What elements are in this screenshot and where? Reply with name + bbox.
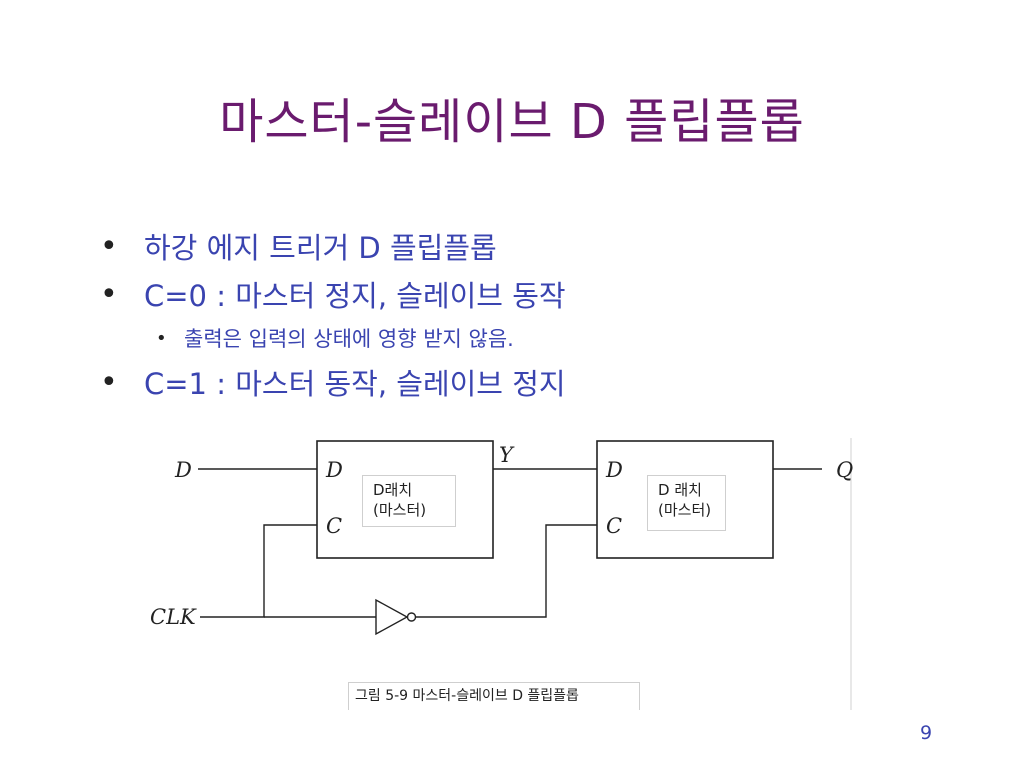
bullet-text: 하강 에지 트리거 D 플립플롭: [144, 231, 497, 265]
master-pin-d: D: [326, 458, 343, 482]
bullet-list: • 하강 에지 트리거 D 플립플롭 • C=0 : 마스터 정지, 슬레이브 …: [100, 222, 960, 406]
sub-bullet-item: • 출력은 입력의 상태에 영향 받지 않음.: [100, 318, 960, 358]
bullet-text: C=0 : 마스터 정지, 슬레이브 동작: [144, 279, 566, 313]
master-latch-label-line2: (마스터): [373, 501, 427, 519]
slave-latch-box: [596, 440, 774, 559]
inverter-icon: [375, 598, 409, 636]
master-latch-box: [316, 440, 494, 559]
inverter-bubble-icon: [406, 612, 417, 622]
clk-to-slave-wire: [416, 524, 597, 618]
slave-pin-c: C: [606, 514, 623, 538]
sub-bullet-text: 출력은 입력의 상태에 영향 받지 않음.: [184, 327, 514, 351]
q-label: Q: [836, 458, 854, 482]
bullet-item: • C=0 : 마스터 정지, 슬레이브 동작: [100, 270, 960, 318]
slide-title: 마스터-슬레이브 D 플립플롭: [219, 94, 805, 150]
slave-latch-label-line1: D 래치: [658, 481, 702, 499]
master-latch-label-line1: D래치: [373, 481, 413, 499]
clk-label: CLK: [150, 605, 196, 629]
bullet-text: C=1 : 마스터 동작, 슬레이브 정지: [144, 367, 566, 401]
slave-pin-d: D: [606, 458, 623, 482]
page-number: 9: [920, 722, 933, 744]
bullet-item: • 하강 에지 트리거 D 플립플롭: [100, 222, 960, 270]
bullet-icon: •: [100, 276, 118, 312]
bullet-icon: •: [100, 364, 118, 400]
clk-to-master-wire: [200, 524, 317, 618]
master-latch-label: D래치 (마스터): [362, 475, 456, 527]
slave-latch-label: D 래치 (마스터): [647, 475, 726, 531]
figure-caption: 그림 5-9 마스터-슬레이브 D 플립플롭: [348, 682, 640, 710]
bullet-item: • C=1 : 마스터 동작, 슬레이브 정지: [100, 358, 960, 406]
bullet-icon: •: [100, 228, 118, 264]
d-input-label: D: [175, 458, 192, 482]
slave-latch-label-line2: (마스터): [658, 501, 712, 519]
circuit-wires: [198, 438, 852, 710]
master-pin-c: C: [326, 514, 343, 538]
y-label: Y: [499, 443, 513, 467]
circuit-diagram: D CLK Y Q D C D C D래치 (마스터) D 래치 (마스터) 그…: [150, 438, 854, 710]
sub-bullet-icon: •: [156, 327, 167, 349]
